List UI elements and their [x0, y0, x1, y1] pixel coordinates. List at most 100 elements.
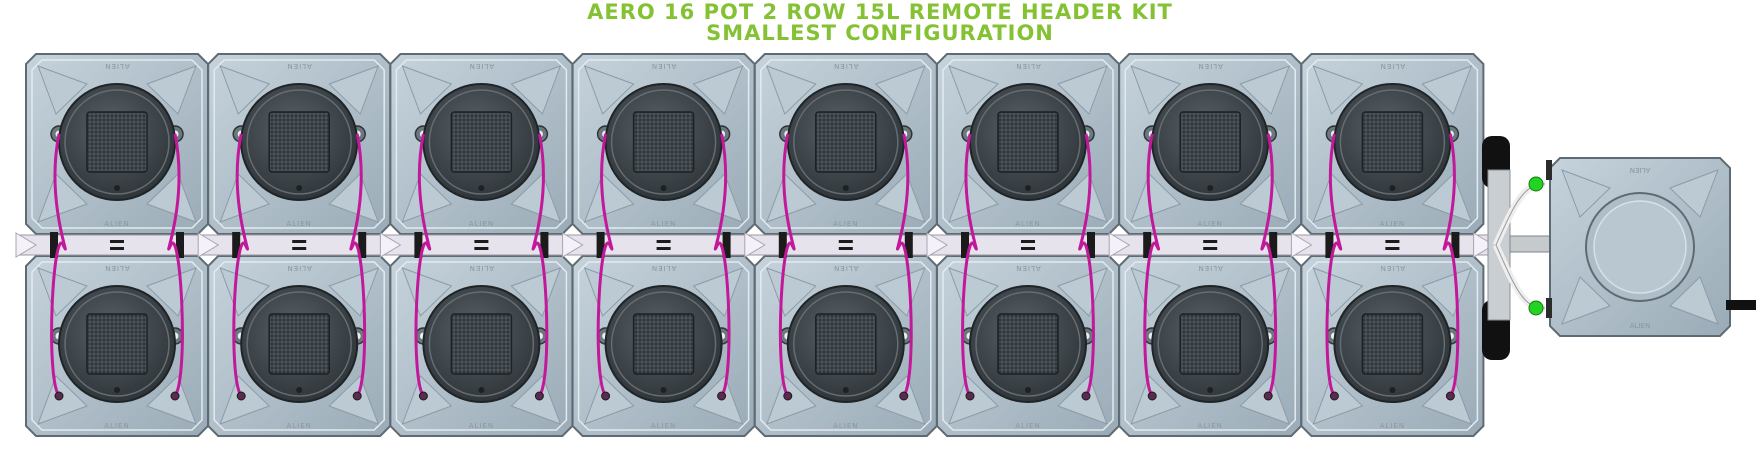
hose-end [418, 391, 428, 401]
pot-brand-mark: ALIEN [1197, 220, 1222, 228]
pipe-connector [1290, 232, 1313, 258]
pot-brand-mark: ALIEN [1015, 422, 1040, 430]
pipe-marker [838, 240, 853, 243]
pots-layer: ALIEN ALIEN ALIEN ALIEN ALIEN ALIEN ALIEN ALIEN… [25, 53, 1485, 437]
hose-end [236, 391, 246, 401]
hose-end [965, 391, 975, 401]
pot-brand-mark: ALIEN [651, 220, 676, 228]
pot-brand-mark: ALIEN [469, 62, 494, 70]
feed-hose [167, 133, 184, 397]
pot-brand-mark: ALIEN [1380, 62, 1405, 70]
pot-brand-mark: ALIEN [469, 264, 494, 272]
hose-end [1263, 391, 1273, 401]
pipe-marker [1385, 247, 1400, 250]
pot: ALIEN ALIEN [936, 255, 1120, 437]
pot: ALIEN ALIEN [753, 53, 938, 235]
pot-brand-mark: ALIEN [286, 220, 311, 228]
pipe-marker [110, 247, 124, 250]
pipe-marker [838, 247, 853, 250]
pipe-fitting [596, 232, 605, 258]
pipe-marker [656, 247, 671, 250]
hose-end [717, 391, 727, 401]
pot-brand-mark: ALIEN [1197, 422, 1222, 430]
pipe-fitting [232, 232, 241, 258]
pipe-marker [1021, 240, 1035, 243]
pipe-fitting [1269, 232, 1278, 258]
pot-brand-mark: ALIEN [1015, 220, 1040, 228]
pot-brand-mark: ALIEN [833, 264, 858, 272]
pipe-connector [562, 232, 584, 258]
pot-brand-mark: ALIEN [833, 62, 858, 70]
hose-end [54, 391, 64, 401]
pipe-connector [1108, 232, 1131, 258]
pot-brand-mark: ALIEN [286, 422, 311, 430]
pipe-fitting [50, 232, 58, 258]
pot-brand-mark: ALIEN [286, 62, 311, 70]
pot-brand-mark: ALIEN [1197, 264, 1222, 272]
feed-hose [1078, 133, 1095, 397]
pipe-connector [379, 232, 402, 258]
hose-end [1081, 391, 1091, 401]
pipe-fitting [540, 232, 549, 258]
pot: ALIEN ALIEN [207, 53, 392, 235]
feed-hose [50, 133, 67, 397]
feed-hose [596, 133, 614, 397]
pot-brand-mark: ALIEN [469, 422, 494, 430]
pot-brand-mark: ALIEN [833, 220, 858, 228]
pot: ALIEN ALIEN [1118, 255, 1303, 437]
pump-feed-pipe [1509, 235, 1555, 253]
feed-hose [1325, 133, 1343, 397]
pipe-marker [1385, 240, 1400, 243]
drain-outlet [1726, 300, 1756, 310]
hose-end [534, 391, 544, 401]
pot: ALIEN ALIEN [389, 53, 574, 235]
feed-hose [778, 133, 796, 397]
feed-hose [349, 133, 367, 397]
pot-brand-mark: ALIEN [1015, 264, 1040, 272]
pot-brand-mark: ALIEN [469, 220, 494, 228]
reservoir-brand-mark: ALIEN [1630, 322, 1650, 330]
pot-brand-mark: ALIEN [104, 264, 129, 272]
pipe-fitting [176, 232, 184, 258]
pipe-marker [474, 247, 489, 250]
pot-brand-mark: ALIEN [104, 62, 129, 70]
pot-brand-mark: ALIEN [1015, 62, 1040, 70]
hose-end [899, 391, 909, 401]
pipe-fitting [1451, 232, 1460, 258]
pot-brand-mark: ALIEN [1197, 62, 1222, 70]
hose-end [783, 391, 793, 401]
pipe-fitting [358, 232, 367, 258]
pot-brand-mark: ALIEN [833, 422, 858, 430]
feed-hose [414, 133, 432, 397]
pot: ALIEN ALIEN [389, 255, 574, 437]
hose-end [1445, 391, 1455, 401]
pipe-connector [926, 232, 948, 258]
pipe-fitting [722, 232, 731, 258]
pipe-connector [744, 232, 766, 258]
pot: ALIEN ALIEN [1118, 53, 1303, 235]
pipe-fitting [1143, 232, 1152, 258]
pot-brand-mark: ALIEN [286, 264, 311, 272]
pot: ALIEN ALIEN [753, 255, 938, 437]
hose-end [601, 391, 611, 401]
hose-end [1147, 391, 1157, 401]
pot-brand-mark: ALIEN [1380, 264, 1405, 272]
hose-end [1329, 391, 1339, 401]
pipe-connector [1473, 232, 1495, 258]
pipe-marker [292, 240, 307, 243]
pipe-marker [1021, 247, 1035, 250]
pipe-connector [197, 232, 220, 258]
pot: ALIEN ALIEN [25, 53, 209, 235]
inlet-fitting [1546, 298, 1552, 318]
pot-brand-mark: ALIEN [104, 220, 129, 228]
pot-brand-mark: ALIEN [1380, 422, 1405, 430]
pot-brand-mark: ALIEN [651, 264, 676, 272]
pipe-marker [474, 240, 489, 243]
feed-hose [961, 133, 978, 397]
pipe-marker [110, 240, 124, 243]
feed-hose [1260, 133, 1278, 397]
